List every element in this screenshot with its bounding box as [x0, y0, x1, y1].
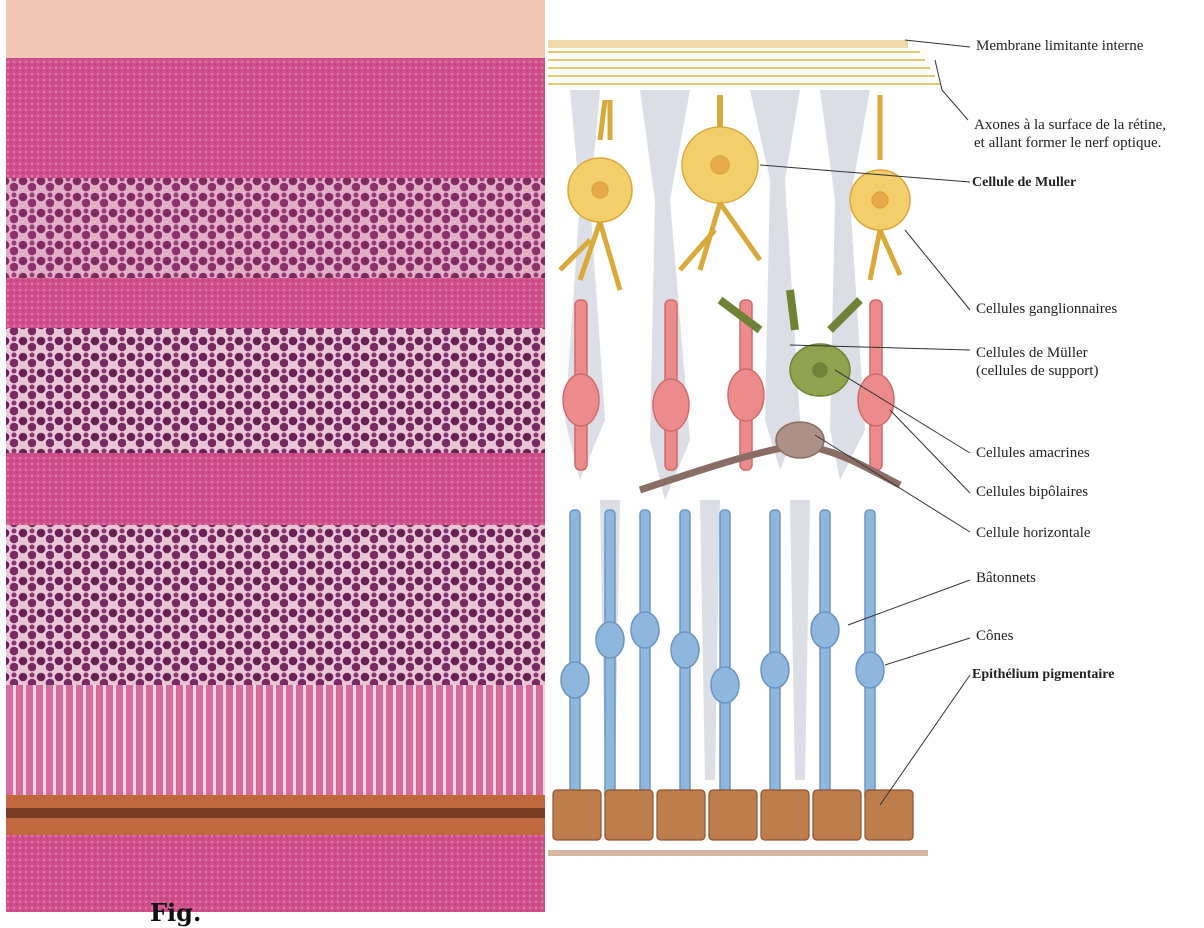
inner-plexiform-layer: [6, 278, 545, 328]
photoreceptor-segments: [6, 685, 545, 795]
nerve-fiber-layer: [6, 58, 545, 178]
histology-micrograph: [6, 0, 545, 912]
vitreous-band: [6, 0, 545, 58]
choroid-layer: [6, 835, 545, 912]
label-amacrine-cells: Cellules amacrines: [976, 445, 1090, 462]
label-muller-cell: Cellule de Muller: [972, 174, 1076, 191]
retina-schematic: [548, 40, 970, 856]
label-horizontal-cell: Cellule horizontale: [976, 525, 1091, 542]
label-axones-line1: Axones à la surface de la rétine,: [974, 117, 1166, 134]
label-ganglion-cells: Cellules ganglionnaires: [976, 301, 1117, 318]
label-membrane: Membrane limitante interne: [976, 38, 1143, 55]
photoreceptors: [561, 510, 884, 800]
pigment-epithelium: [553, 790, 913, 840]
label-bipolar-cells: Cellules bipôlaires: [976, 484, 1088, 501]
inner-nuclear-layer: [6, 328, 545, 453]
label-muller-cells-line2: (cellules de support): [976, 363, 1098, 380]
outer-nuclear-layer: [6, 525, 545, 685]
label-muller-cells-line1: Cellules de Müller: [976, 345, 1088, 362]
outer-plexiform-layer: [6, 453, 545, 525]
label-rods: Bâtonnets: [976, 570, 1036, 587]
label-axones-line2: et allant former le nerf optique.: [974, 135, 1161, 152]
ganglion-cell-layer: [6, 178, 545, 278]
label-cones: Cônes: [976, 628, 1014, 645]
label-pigment-epithelium: Epithélium pigmentaire: [972, 666, 1114, 683]
figure-caption: Fig.: [150, 898, 201, 927]
